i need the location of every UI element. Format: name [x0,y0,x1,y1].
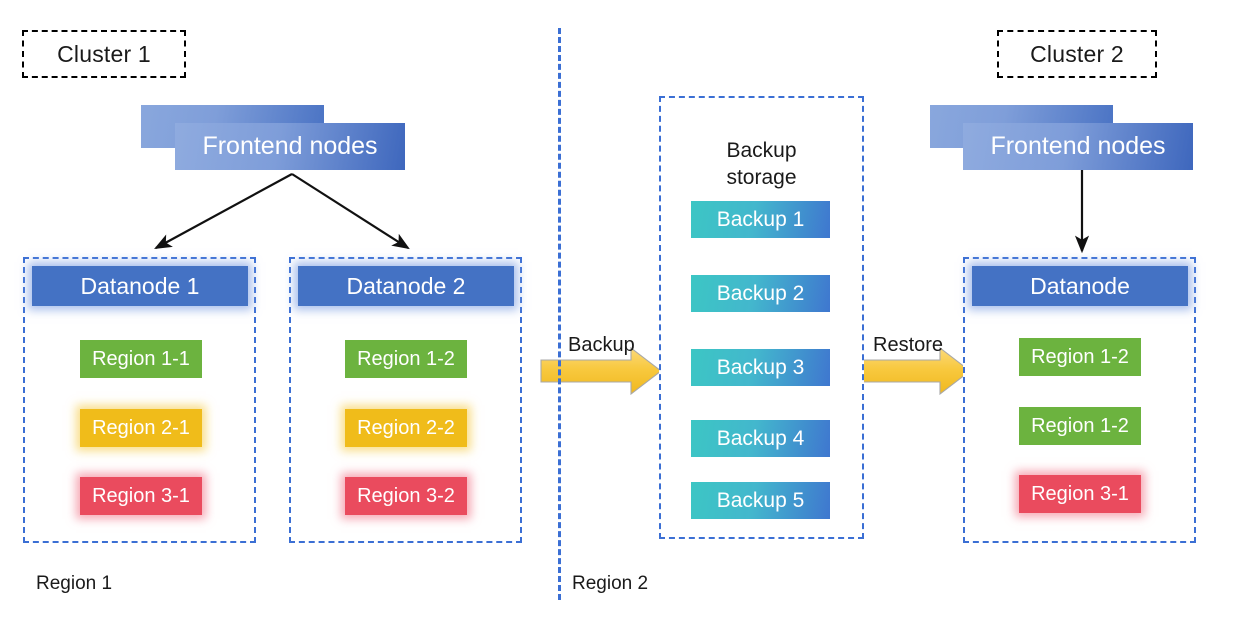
backup-item-label: Backup 2 [716,281,805,305]
region-divider [558,28,561,600]
region-label: Region 3-1 [1031,482,1129,505]
datanode-2-region-1[interactable]: Region 2-2 [345,409,467,447]
backup-item-0[interactable]: Backup 1 [691,201,830,238]
datanode-2-region-0[interactable]: Region 1-2 [345,340,467,378]
backup-item-3[interactable]: Backup 4 [691,420,830,457]
datanode-1-title: Datanode 1 [80,272,200,299]
datanode-1-header[interactable]: Datanode 1 [32,266,248,306]
backup-item-4[interactable]: Backup 5 [691,482,830,519]
restore-flow-label: Restore [873,334,944,356]
frontend-to-datanode1-arrow [154,173,293,250]
cluster-2-frontend-node[interactable]: Frontend nodes [963,123,1193,170]
backup-item-label: Backup 4 [716,426,805,450]
region-2-caption: Region 2 [572,573,649,594]
region-2-caption-wrap: Region 2 [572,573,648,595]
region-1-caption: Region 1 [36,573,113,594]
datanode-1-region-2[interactable]: Region 3-1 [80,477,202,515]
backup-item-label: Backup 1 [716,207,805,231]
datanode-2-header[interactable]: Datanode 2 [298,266,514,306]
backup-item-2[interactable]: Backup 3 [691,349,830,386]
backup-storage-title: Backup storage [659,111,864,192]
backup-storage-container [659,96,864,539]
cluster-2-datanode-header[interactable]: Datanode [972,266,1188,306]
region-label: Region 3-1 [92,484,190,507]
datanode-1-region-1[interactable]: Region 2-1 [80,409,202,447]
backup-flow-label: Backup [568,334,635,356]
cluster-2-region-1[interactable]: Region 1-2 [1019,407,1141,445]
region-label: Region 2-1 [92,416,190,439]
region-1-caption-wrap: Region 1 [36,573,112,595]
cluster-2-frontend-label: Frontend nodes [990,132,1166,160]
region-label: Region 3-2 [357,484,455,507]
cluster-1-title-box: Cluster 1 [22,30,186,78]
cluster-1-frontend-node[interactable]: Frontend nodes [175,123,405,170]
frontend-to-datanode2-arrow [291,173,410,250]
cluster-2-title: Cluster 2 [1030,40,1124,67]
region-label: Region 1-2 [1031,345,1129,368]
datanode-2-title: Datanode 2 [346,272,466,299]
backup-flow-label-wrap: Backup [568,334,635,357]
cluster-1-frontend-label: Frontend nodes [202,132,378,160]
cluster-2-title-box: Cluster 2 [997,30,1157,78]
datanode-1-region-0[interactable]: Region 1-1 [80,340,202,378]
cluster-2-datanode-title: Datanode [1030,272,1130,299]
region-label: Region 2-2 [357,416,455,439]
region-label: Region 1-2 [1031,414,1129,437]
cluster-2-region-0[interactable]: Region 1-2 [1019,338,1141,376]
cluster-2-region-2[interactable]: Region 3-1 [1019,475,1141,513]
restore-flow-label-wrap: Restore [873,334,943,357]
region-label: Region 1-1 [92,347,190,370]
region-label: Region 1-2 [357,347,455,370]
backup-item-label: Backup 5 [716,488,805,512]
datanode-2-region-2[interactable]: Region 3-2 [345,477,467,515]
backup-storage-title-text: Backup storage [726,138,797,189]
cluster-1-title: Cluster 1 [57,40,151,67]
backup-item-label: Backup 3 [716,355,805,379]
backup-item-1[interactable]: Backup 2 [691,275,830,312]
